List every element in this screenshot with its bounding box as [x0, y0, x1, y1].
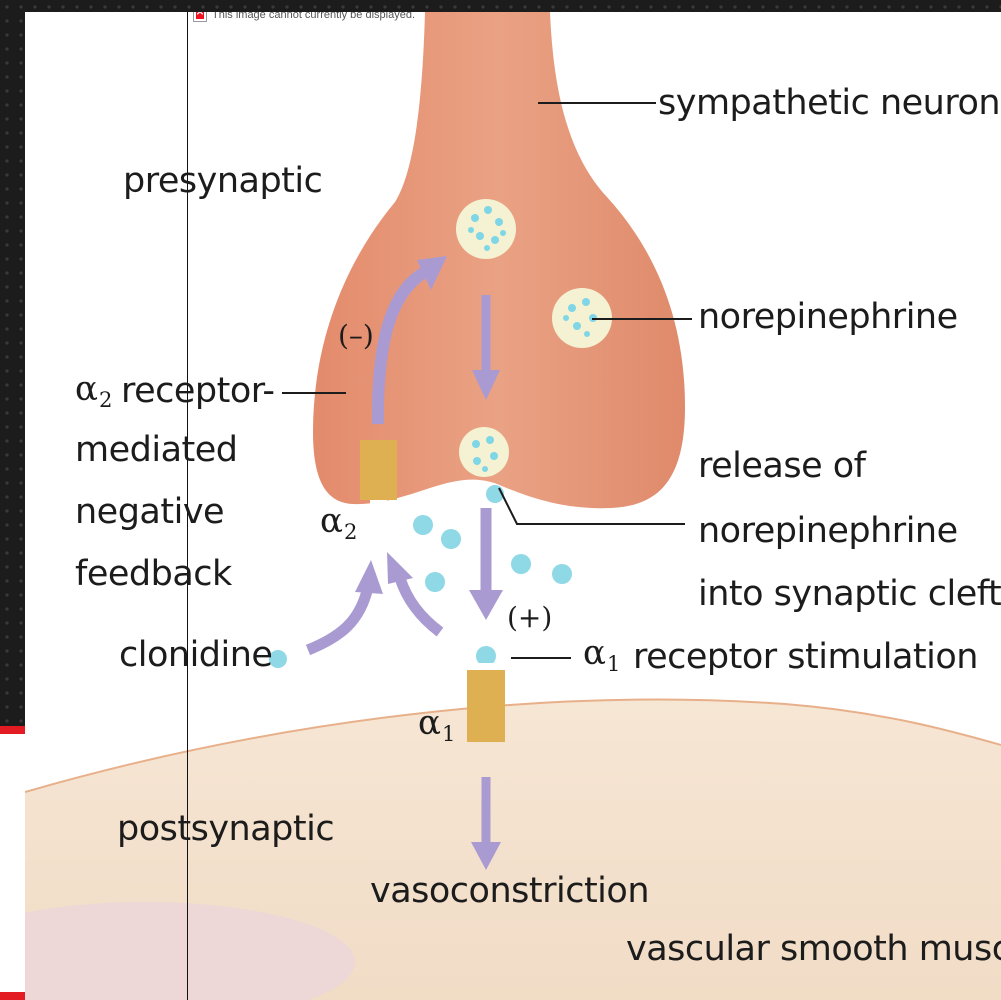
leader-sympathetic-neuron — [538, 102, 656, 104]
alpha2-receptor — [360, 440, 397, 500]
alpha2-symbol: α2 — [75, 372, 112, 406]
label-alpha2-line4: feedback — [75, 557, 232, 592]
minus-sign: (–) — [338, 322, 374, 350]
alpha1-receptor-notch — [477, 663, 495, 670]
label-vasoconstriction: vasoconstriction — [370, 874, 649, 909]
label-alpha1-stimulation: receptor stimulation — [633, 640, 978, 675]
label-vascular-smooth-muscle: vascular smooth muscle — [626, 932, 1001, 967]
diagram-panel: This image cannot currently be displayed… — [25, 12, 1001, 1000]
broken-image-icon — [193, 12, 207, 22]
label-release-line2: norepinephrine — [698, 514, 958, 549]
ne-to-alpha2-arrowhead — [387, 552, 413, 584]
broken-image-text: This image cannot currently be displayed… — [212, 12, 415, 21]
label-clonidine: clonidine — [119, 638, 272, 673]
label-presynaptic: presynaptic — [123, 164, 322, 199]
clonidine-arrow — [308, 587, 368, 650]
broken-image-placeholder: This image cannot currently be displayed… — [193, 12, 415, 23]
label-alpha2-line1: receptor- — [121, 374, 275, 409]
label-alpha2-line3: negative — [75, 495, 224, 530]
alpha1-stimulation-symbol: α1 — [583, 636, 620, 670]
leader-norepinephrine — [592, 318, 692, 320]
alpha1-receptor-label: α1 — [418, 706, 455, 740]
alpha2-receptor-notch — [370, 500, 387, 508]
clonidine-arrowhead — [355, 560, 383, 594]
label-release-line3: into synaptic cleft — [698, 577, 1001, 612]
plus-sign: (+) — [507, 604, 552, 632]
alpha2-receptor-label: α2 — [320, 504, 357, 538]
alpha1-receptor — [467, 670, 505, 742]
label-alpha2-line2: mediated — [75, 433, 238, 468]
label-release-line1: release of — [698, 449, 866, 484]
leader-alpha1 — [511, 657, 571, 659]
label-postsynaptic: postsynaptic — [117, 812, 334, 847]
label-norepinephrine: norepinephrine — [698, 300, 958, 335]
release-arrowhead — [469, 590, 503, 620]
leader-release — [495, 482, 695, 542]
leader-alpha2 — [282, 392, 346, 394]
label-sympathetic-neuron: sympathetic neuron — [658, 86, 1000, 121]
